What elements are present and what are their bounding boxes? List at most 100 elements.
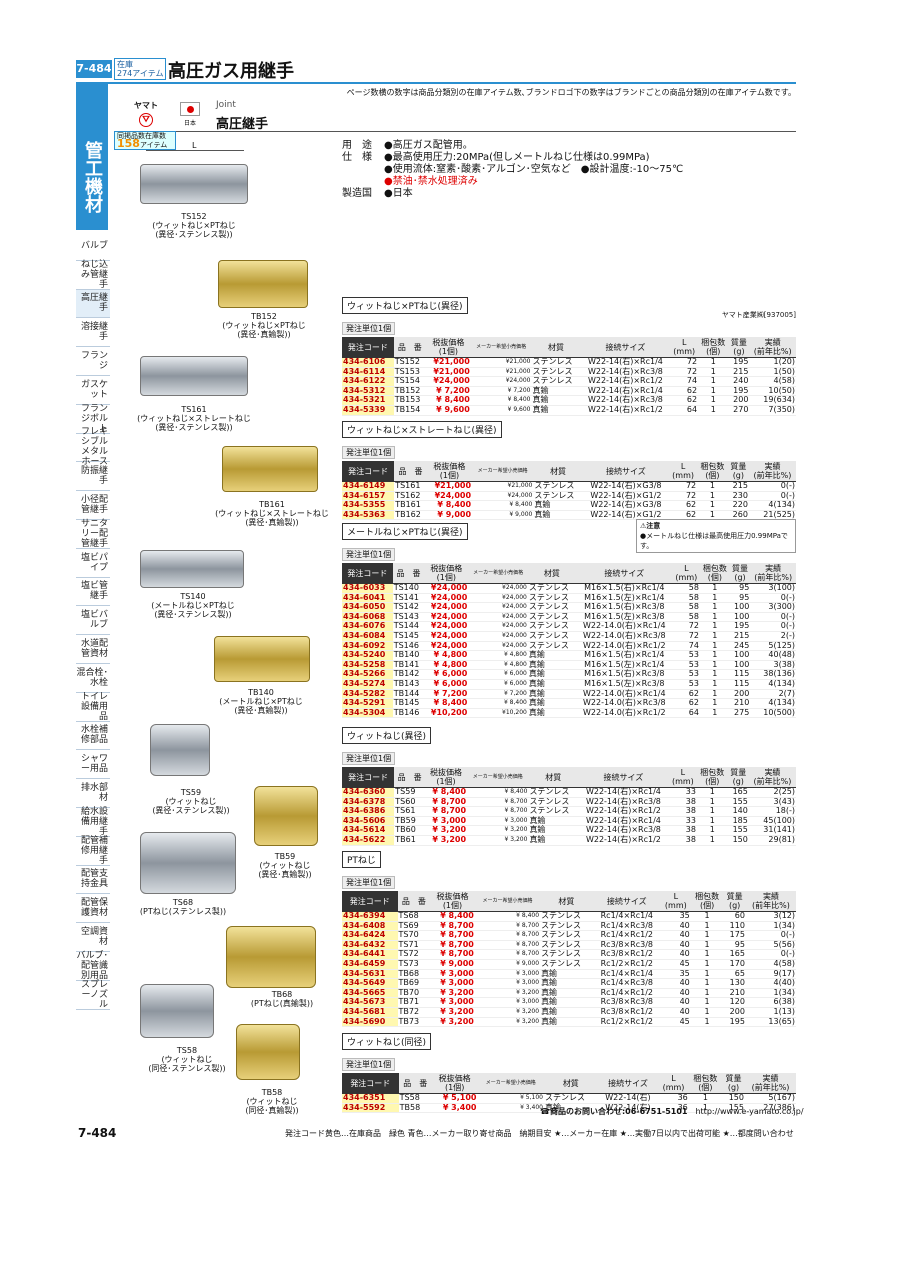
side-nav-item[interactable]: 配管補修用継手	[76, 836, 110, 866]
side-nav-item[interactable]: バルブ	[76, 232, 110, 261]
side-nav-item[interactable]: 給水設備用継手	[76, 807, 110, 837]
header-rule	[76, 82, 796, 84]
side-nav-item[interactable]: 塩ビ管継手	[76, 578, 110, 607]
side-nav-item[interactable]: 水栓補修部品	[76, 722, 110, 751]
side-nav-item[interactable]: ガスケット	[76, 376, 110, 405]
side-nav-item[interactable]: 空調資材	[76, 923, 110, 952]
side-nav-item[interactable]: 防振継手	[76, 462, 110, 492]
side-nav-item[interactable]: フランジボルト	[76, 404, 110, 434]
side-nav-item[interactable]: 水道配管資材	[76, 635, 110, 664]
joint-ja: 高圧継手	[216, 117, 269, 132]
side-nav-item[interactable]: ねじ込み管継手	[76, 260, 110, 290]
table-header: 実績 (前年比%)	[745, 891, 796, 912]
side-nav-item[interactable]: スプレーノズル	[76, 980, 110, 1010]
table-cell: 434-6432	[342, 940, 398, 951]
side-nav-item[interactable]: フレキシブルメタルホース	[76, 428, 110, 467]
side-nav-item[interactable]: 排水部材	[76, 779, 110, 808]
side-nav-item[interactable]: 塩ビバルブ	[76, 606, 110, 636]
table-cell: 真鍮	[527, 670, 576, 680]
table-cell: ¥ 9,600	[425, 405, 471, 416]
table-cell: ¥ 4,800	[468, 650, 528, 661]
side-nav-item[interactable]: トイレ設備用品	[76, 692, 110, 722]
table-cell: 40(48)	[750, 651, 796, 661]
table-cell: M16×1.5(左)×Rc3/8	[575, 679, 673, 690]
footer-url[interactable]: http://www.e-yamato.co.jp/	[695, 1107, 804, 1116]
side-nav-item[interactable]: シャワー用品	[76, 750, 110, 780]
side-nav-item[interactable]: 塩ビパイプ	[76, 549, 110, 578]
side-nav-item[interactable]: フランジ	[76, 347, 110, 376]
table-cell: 434-5649	[342, 979, 398, 989]
table-cell: TS153	[393, 367, 426, 378]
side-nav-item[interactable]: 小径配管継手	[76, 491, 110, 520]
side-nav-item[interactable]: 溶接継手	[76, 318, 110, 348]
table-cell: ¥ 8,400	[467, 787, 529, 798]
table-cell: 72	[670, 357, 699, 368]
table-cell: ¥24,000	[424, 583, 469, 594]
side-nav-item[interactable]: 配管支持金具	[76, 866, 110, 895]
tb140-caption: TB140 (メートルねじ×PTねじ (異径･真鍮製))	[219, 688, 303, 715]
table-cell: 434-6068	[342, 612, 393, 623]
table-cell: ¥ 3,200	[430, 1017, 475, 1028]
table-cell: 230	[727, 491, 749, 502]
table-cell: ¥ 7,200	[468, 689, 528, 700]
side-nav-item[interactable]: バルブ･配管識別用品	[76, 950, 110, 981]
section-pt: PTねじ発注単位1個発注コード品 番税抜価格 (1個)メーカー希望小売価格材質接…	[342, 848, 796, 1028]
order-unit: 発注単位1個	[342, 548, 396, 561]
table-cell: 1	[696, 835, 728, 846]
side-nav-item[interactable]: 高圧継手	[76, 289, 110, 319]
side-nav-item[interactable]: 混合栓･水栓	[76, 664, 110, 693]
page-number: 7-484	[76, 60, 112, 78]
table-header: メーカー希望小売価格	[468, 563, 528, 584]
table-cell: 434-6114	[342, 367, 394, 378]
table-cell: TB142	[392, 670, 425, 680]
table-header: 接続サイズ	[578, 767, 669, 788]
side-nav-item[interactable]: サニタリー配管継手	[76, 519, 110, 549]
side-nav-item[interactable]: 配管保護資材	[76, 894, 110, 924]
table-cell: ¥24,000	[424, 631, 469, 642]
